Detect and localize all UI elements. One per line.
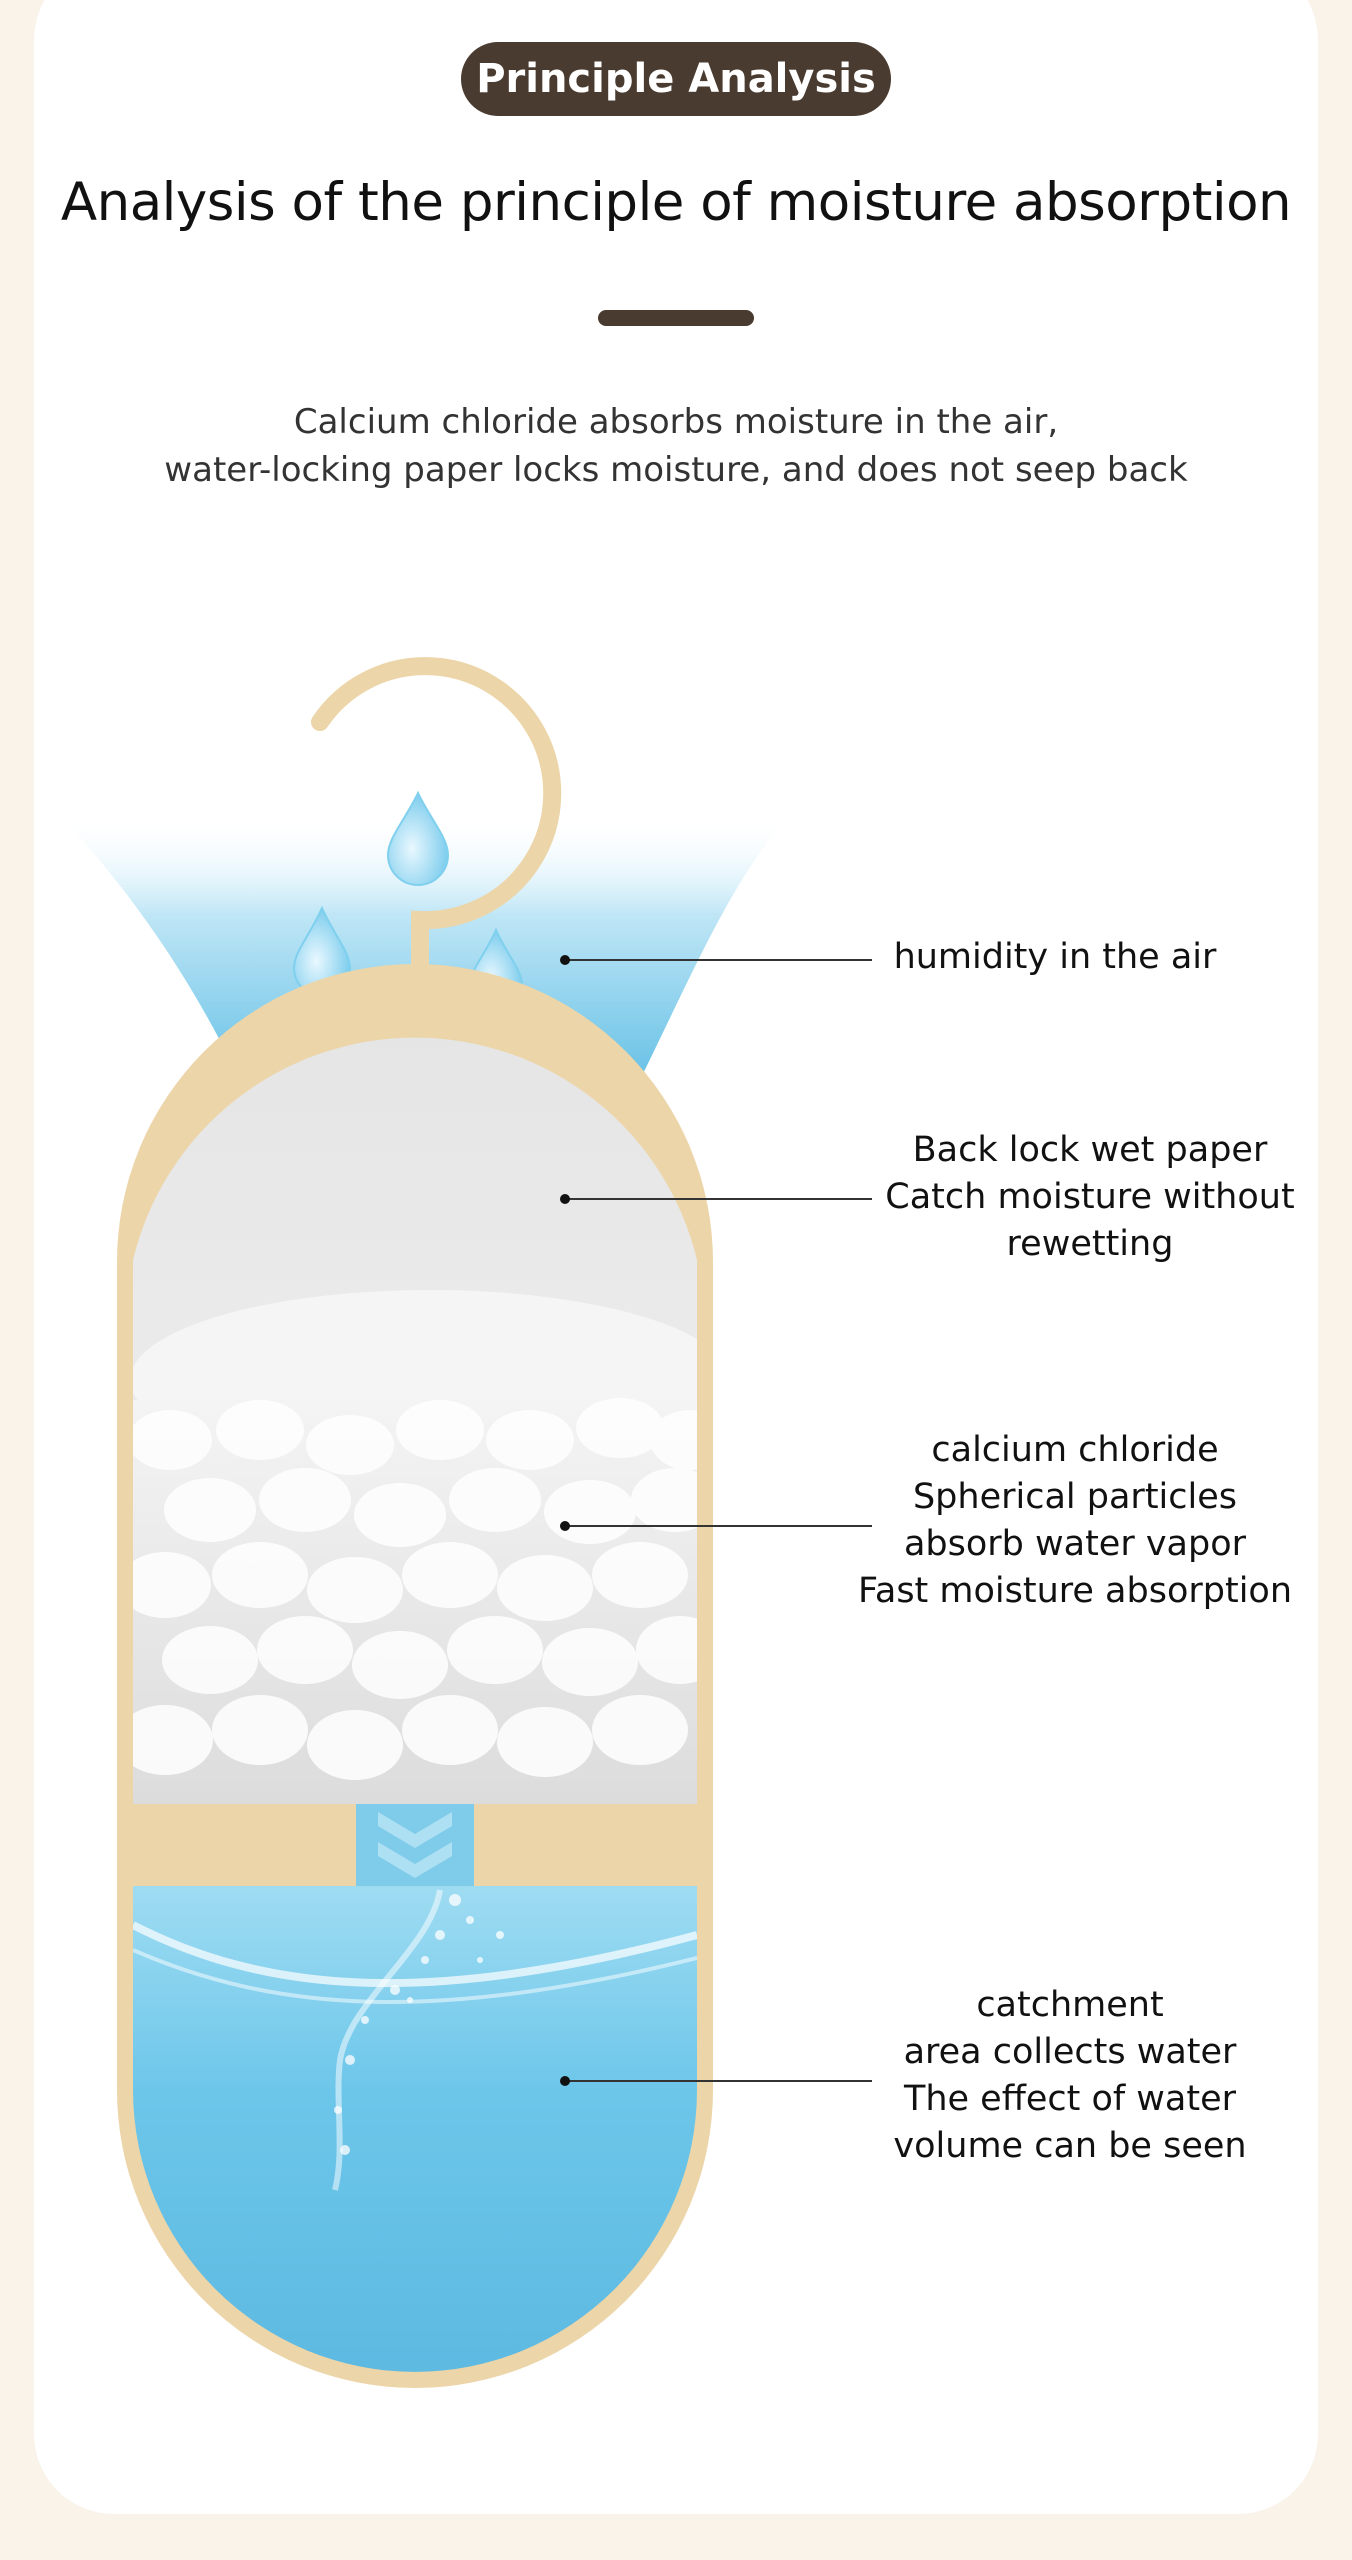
callout-dot [560, 2076, 570, 2086]
chevron-down-icon [378, 1812, 452, 1848]
callout-wet-paper: Back lock wet paper Catch moisture witho… [870, 1127, 1310, 1268]
subtitle-line-2: water-locking paper locks moisture, and … [164, 450, 1188, 490]
water-drop-icon [386, 790, 450, 886]
catchment-water [133, 1886, 697, 2372]
callout-catchment-line: catchment [976, 1985, 1164, 2025]
callout-humidity: humidity in the air [880, 934, 1230, 981]
page-title: Analysis of the principle of moisture ab… [60, 172, 1292, 233]
callout-calcium-line: Spherical particles [912, 1477, 1238, 1517]
callout-calcium-line: absorb water vapor [903, 1524, 1247, 1564]
callout-wet-paper-line: Back lock wet paper [912, 1130, 1268, 1170]
hanger-hook [311, 657, 562, 1009]
callout-humidity-line: humidity in the air [893, 937, 1217, 977]
chevron-down-icon [378, 1842, 452, 1878]
title-divider [598, 310, 754, 326]
section-badge: Principle Analysis [461, 42, 891, 116]
callout-catchment: catchment area collects water The effect… [880, 1982, 1260, 2170]
subtitle-line-1: Calcium chloride absorbs moisture in the… [293, 402, 1059, 442]
callout-wet-paper-line: rewetting [1006, 1224, 1174, 1264]
callout-calcium-line: Fast moisture absorption [857, 1571, 1293, 1611]
callout-catchment-line: volume can be seen [893, 2126, 1247, 2166]
callout-calcium-chloride: calcium chloride Spherical particles abs… [850, 1427, 1300, 1615]
callout-catchment-line: area collects water [903, 2032, 1237, 2072]
callout-dot [560, 1194, 570, 1204]
callout-dot [560, 955, 570, 965]
callout-dot [560, 1521, 570, 1531]
callout-catchment-line: The effect of water [903, 2079, 1237, 2119]
callout-calcium-line: calcium chloride [931, 1430, 1219, 1470]
callout-wet-paper-line: Catch moisture without [885, 1177, 1295, 1217]
